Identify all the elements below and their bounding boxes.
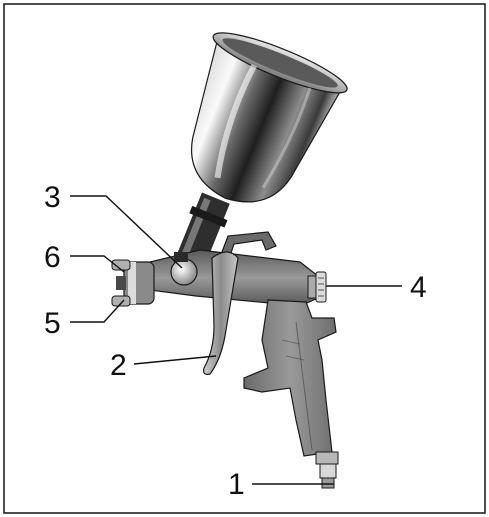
callout-labels: 1 2 3 4 5 6 (44, 181, 427, 501)
air-inlet (315, 451, 339, 489)
adjustment-screw (307, 271, 327, 303)
paint-cup (191, 32, 348, 203)
fluid-knob (170, 252, 198, 286)
leader-line-5 (70, 299, 125, 323)
callout-3: 3 (44, 181, 61, 214)
leader-lines (70, 195, 402, 485)
spray-gun-illustration (111, 32, 348, 489)
callout-6: 6 (44, 241, 61, 274)
leader-line-6 (70, 255, 125, 273)
trigger (203, 251, 239, 375)
air-cap (111, 259, 155, 307)
cup-neck (175, 192, 230, 269)
callout-2: 2 (110, 349, 127, 382)
callout-5: 5 (44, 307, 61, 340)
callout-4: 4 (410, 271, 427, 304)
leader-line-3 (70, 195, 183, 269)
leader-line-2 (133, 355, 217, 365)
callout-1: 1 (228, 468, 245, 501)
